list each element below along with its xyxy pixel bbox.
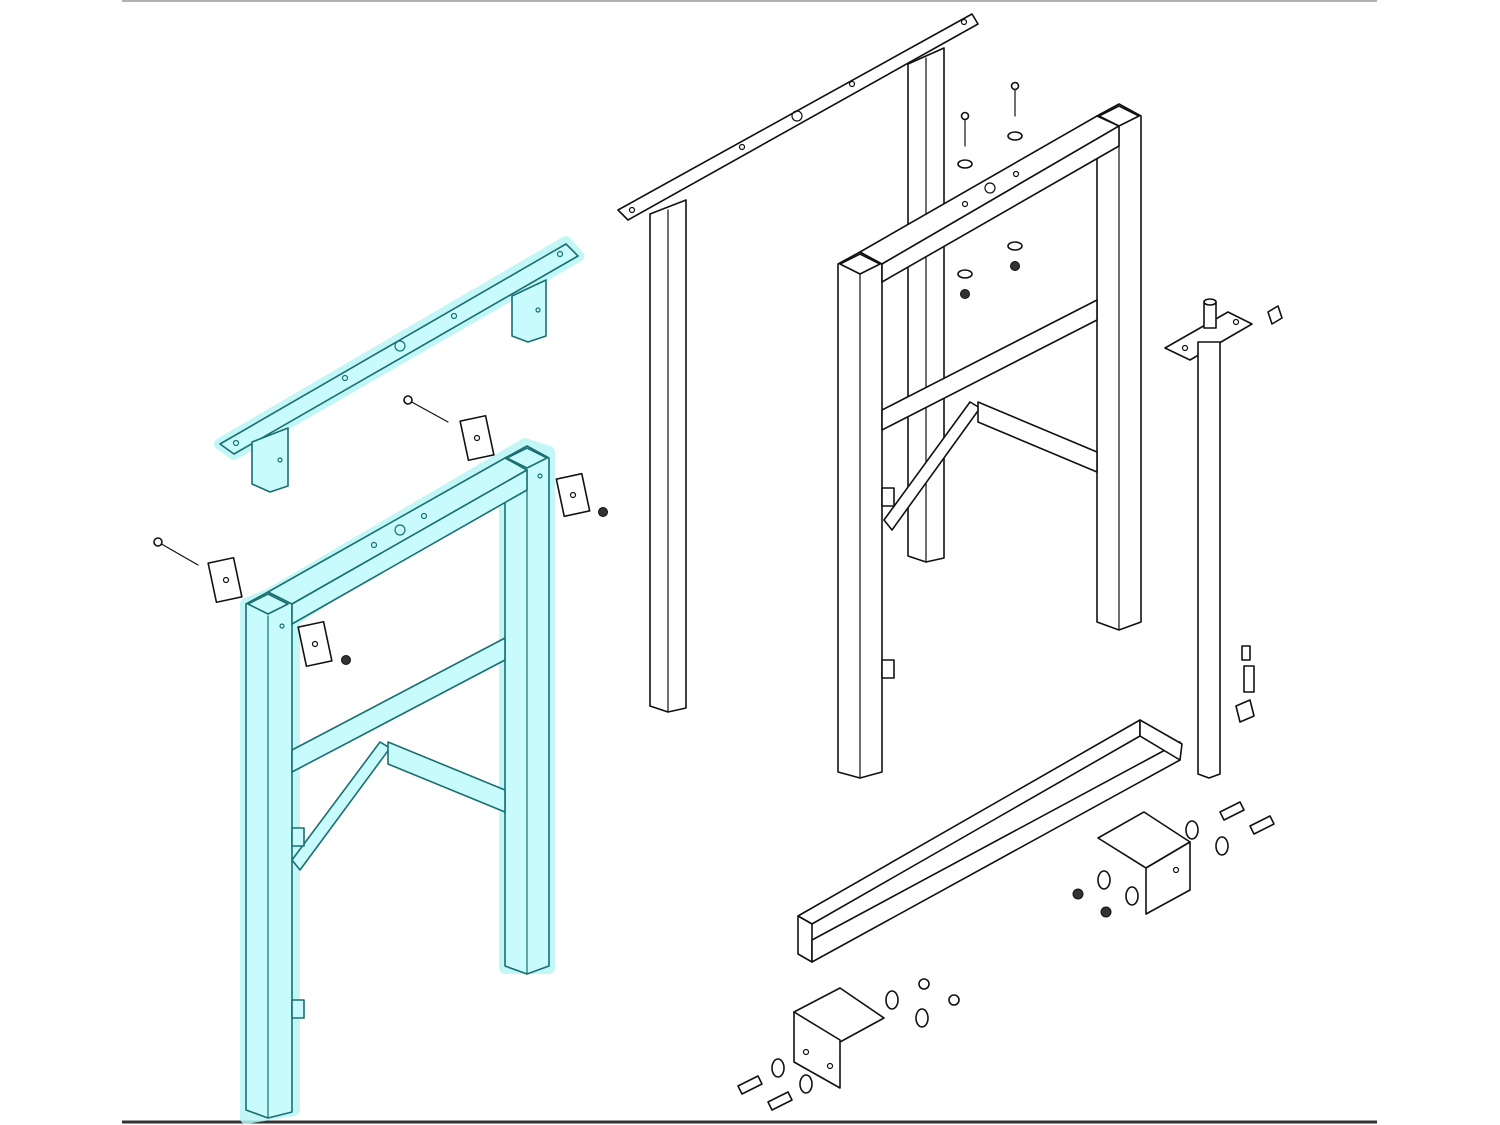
bottom-channel-rail[interactable]: [797, 719, 1183, 963]
right-angle-bracket-lower[interactable]: [793, 987, 885, 1089]
highlighted-left-leg-frame[interactable]: [240, 438, 555, 1124]
highlighted-top-mounting-bar[interactable]: [214, 236, 584, 493]
bracket-hardware: [737, 801, 1275, 1111]
front-left-leg: [245, 591, 293, 1119]
square-washer: [207, 556, 243, 604]
middle-leg-frame[interactable]: [617, 13, 979, 713]
top-cross-beam: [267, 457, 528, 605]
left-fastener-set: [153, 395, 608, 668]
support-post[interactable]: [1164, 298, 1283, 779]
right-fastener-set: [957, 81, 1023, 299]
middle-cross-beam: [291, 637, 506, 773]
right-angle-bracket-upper[interactable]: [1097, 811, 1191, 915]
right-leg-frame[interactable]: [837, 103, 1142, 779]
